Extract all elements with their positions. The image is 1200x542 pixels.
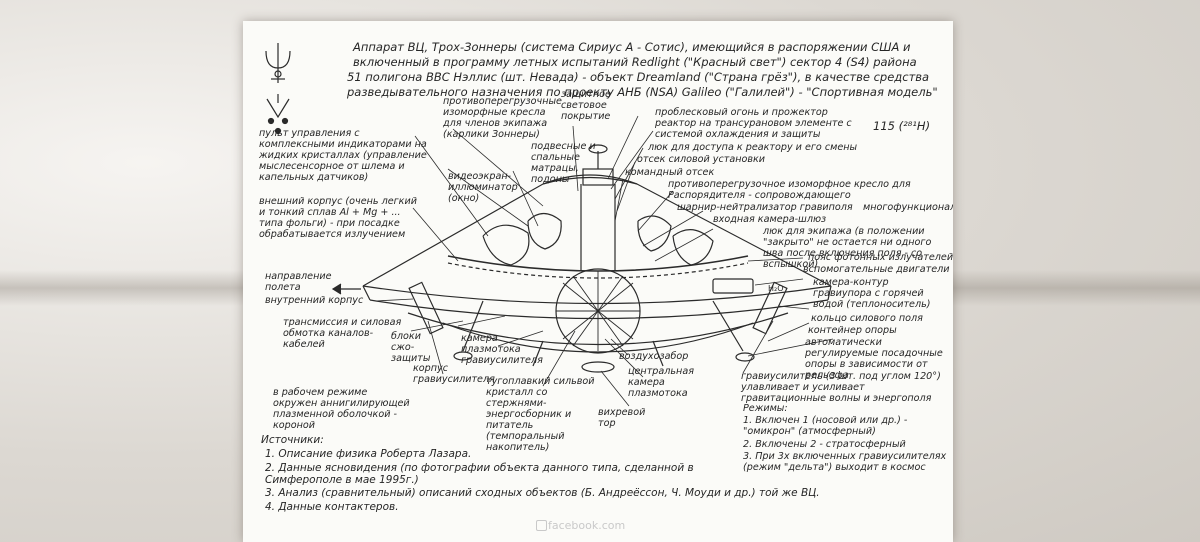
source-item-4: 4. Данные контактеров. [265,501,399,513]
label-blocks: блоки сжо-защиты [391,331,431,364]
label-crystal: тугоплавкий сильвой кристалл со стержням… [486,376,595,453]
label-mode-2: 2. Включены 2 - стратосферный [743,439,906,450]
label-gravity-sphere: шарнир-нейтрализатор гравиполя [677,202,853,213]
label-direction: направление полета [265,271,332,293]
label-hatch: люк для доступа к реактору и его смены [648,142,858,153]
label-air-intake: воздухозабор [619,351,689,362]
h2o-label: H₂O [768,284,784,293]
label-multifunction: многофункциональный [863,202,953,213]
label-sleep-seats: подвесные и спальные матрацы, подоны [531,141,596,185]
watermark: facebook.com [548,519,626,532]
label-working-mode: в рабочем режиме окружен аннигилирующей … [273,387,410,431]
label-light-screen: защитное световое покрытие [561,89,611,122]
label-central-camera: центральная камера плазмотока [628,366,694,399]
source-item-3: 3. Анализ (сравнительный) описаний сходн… [265,487,820,499]
label-beacon: проблесковый огонь и прожектор [655,107,828,118]
header-line-3: 51 полигона ВВС Нэллис (шт. Невада) - об… [347,70,930,84]
label-hatch-crew: люк для экипажа (в положении "закрыто" н… [763,226,932,270]
label-video-screen: видеоэкран-иллюминатор (окно) [448,171,518,204]
label-seat-escort: противоперегрузочное изоморфное кресло д… [668,179,911,201]
label-support-container: контейнер опоры [808,325,897,336]
craft-drawing: H₂O [265,43,834,407]
label-modes-title: Режимы: [743,403,788,414]
label-power-bay: отсек силовой установки [637,154,766,165]
watermark-icon [536,520,547,531]
label-control-panel: пульт управления с комплексными индикато… [259,128,427,183]
label-outer-hull: внешний корпус (очень легкий и тонкий сп… [259,196,417,240]
label-aux-engines: вспомогательные двигатели [803,264,950,275]
label-hull-amp: корпус гравиусилителя [413,363,495,385]
label-reactor: реактор на трансурановом элементе с сист… [655,118,852,140]
source-item-1: 1. Описание физика Роберта Лазара. [265,448,472,460]
header-line-1: Аппарат ВЦ, Трох-Зоннеры (система Сириус… [353,40,911,54]
sources-title: Источники: [261,434,324,446]
trident-symbol [265,43,291,83]
label-airlock: входная камера-шлюз [713,214,827,225]
chevron-symbol [266,94,290,135]
header-line-4: разведывательного назначения по проекту … [347,85,938,99]
label-command-bay: командный отсек [625,167,715,178]
label-auto-regulated: автоматически регулируемые посадочные оп… [805,337,943,381]
label-vortex: вихревой тор [598,407,646,429]
label-mode-3: 3. При 3х включенных гравиусилителях (ре… [743,451,947,473]
label-contour-chamber: камера-контур гравиупора с горячей водой… [813,277,931,310]
diagram-sheet: H₂O Аппарат ВЦ, Трох-Зоннеры (система Си… [243,21,953,542]
label-plasma-camera: камера плазмотока гравиусилителя [461,333,543,366]
saucer-body [331,144,832,373]
label-seats-crew: противоперегрузочные изоморфные кресла д… [443,96,562,140]
label-inner-hull: внутренний корпус [265,295,364,306]
label-power-ring: кольцо силового поля [811,313,923,324]
label-mode-1: 1. Включен 1 (носовой или др.) - "омикро… [743,415,908,437]
source-item-2: 2. Данные ясновидения (по фотографии объ… [265,462,694,486]
header-line-2: включенный в программу летных испытаний … [353,55,917,69]
leader-lines [374,115,834,407]
label-photon-belt: пояс фотонных излучателей [808,252,953,263]
label-amplifiers: гравиусилитель (3 шт. под углом 120°) ул… [741,371,941,404]
formula: 115 (²⁸¹H) [873,119,931,133]
label-transmission: трансмиссия и силовая обмотка каналов-ка… [283,317,402,350]
